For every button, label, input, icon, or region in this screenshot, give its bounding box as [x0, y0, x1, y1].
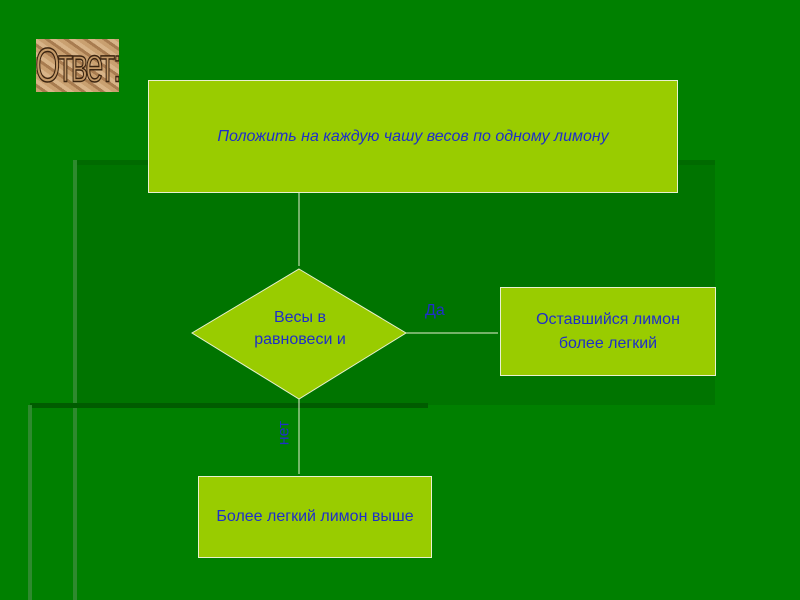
no-label: нет [275, 420, 293, 446]
decor-line [73, 160, 77, 600]
start-text: Положить на каждую чашу весов по одному … [217, 127, 609, 145]
answer-wordart-text: Ответ: [36, 39, 119, 92]
answer-wordart: Ответ: [36, 39, 119, 92]
decor-band [30, 403, 428, 408]
yes-label: Да [425, 302, 445, 319]
decision-text: Весы в равновеси и [254, 309, 346, 349]
yes-result-text: Оставшийся лимон более легкий [536, 310, 680, 352]
no-result-text: Более легкий лимон выше [216, 508, 414, 525]
start-box: Положить на каждую чашу весов по одному … [148, 80, 678, 193]
decor-line [28, 405, 32, 600]
no-result-box: Более легкий лимон выше [198, 476, 432, 558]
yes-result-box: Оставшийся лимон более легкий [500, 287, 716, 376]
